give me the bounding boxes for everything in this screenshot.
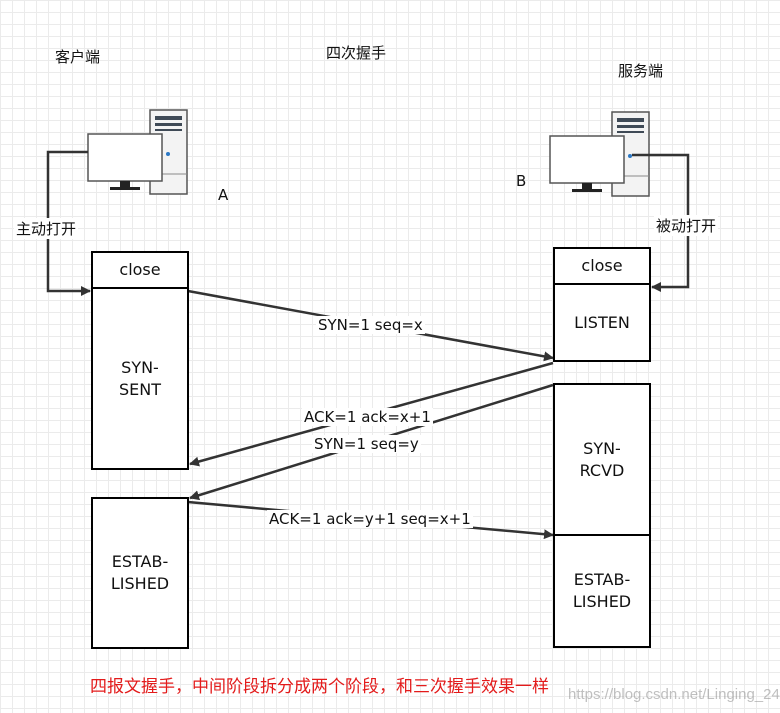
server-syn-rcvd-label: SYN- RCVD bbox=[579, 439, 625, 480]
client-close-label: close bbox=[119, 260, 161, 279]
server-established-state: ESTAB- LISHED bbox=[553, 534, 651, 648]
syn-y-message-label: SYN=1 seq=y bbox=[312, 435, 421, 453]
footer-note: 四报文握手，中间阶段拆分成两个阶段，和三次握手效果一样 bbox=[90, 677, 549, 697]
syn-message-label: SYN=1 seq=x bbox=[316, 316, 425, 334]
server-established-label: ESTAB- LISHED bbox=[572, 570, 632, 611]
client-open-label: 主动打开 bbox=[14, 218, 79, 239]
client-established-state: ESTAB- LISHED bbox=[91, 497, 189, 649]
client-label: 客户端 bbox=[55, 48, 101, 66]
ack-message-label: ACK=1 ack=x+1 bbox=[302, 408, 433, 426]
client-close-state: close bbox=[91, 251, 189, 289]
server-listen-label: LISTEN bbox=[574, 312, 630, 332]
client-computer-icon bbox=[86, 109, 190, 200]
server-listen-state: LISTEN bbox=[553, 283, 651, 362]
server-letter: B bbox=[516, 172, 527, 190]
server-syn-rcvd-state: SYN- RCVD bbox=[553, 383, 651, 537]
client-established-label: ESTAB- LISHED bbox=[110, 552, 170, 593]
client-syn-sent-state: SYN- SENT bbox=[91, 287, 189, 470]
diagram-title: 四次握手 bbox=[326, 44, 387, 62]
server-open-label: 被动打开 bbox=[654, 215, 719, 236]
server-label: 服务端 bbox=[618, 62, 664, 80]
server-close-label: close bbox=[581, 256, 623, 275]
final-ack-message-label: ACK=1 ack=y+1 seq=x+1 bbox=[267, 510, 473, 528]
client-letter: A bbox=[218, 186, 229, 204]
server-close-state: close bbox=[553, 247, 651, 285]
client-syn-sent-label: SYN- SENT bbox=[118, 357, 161, 399]
watermark: https://blog.csdn.net/Linging_24 bbox=[568, 686, 780, 703]
